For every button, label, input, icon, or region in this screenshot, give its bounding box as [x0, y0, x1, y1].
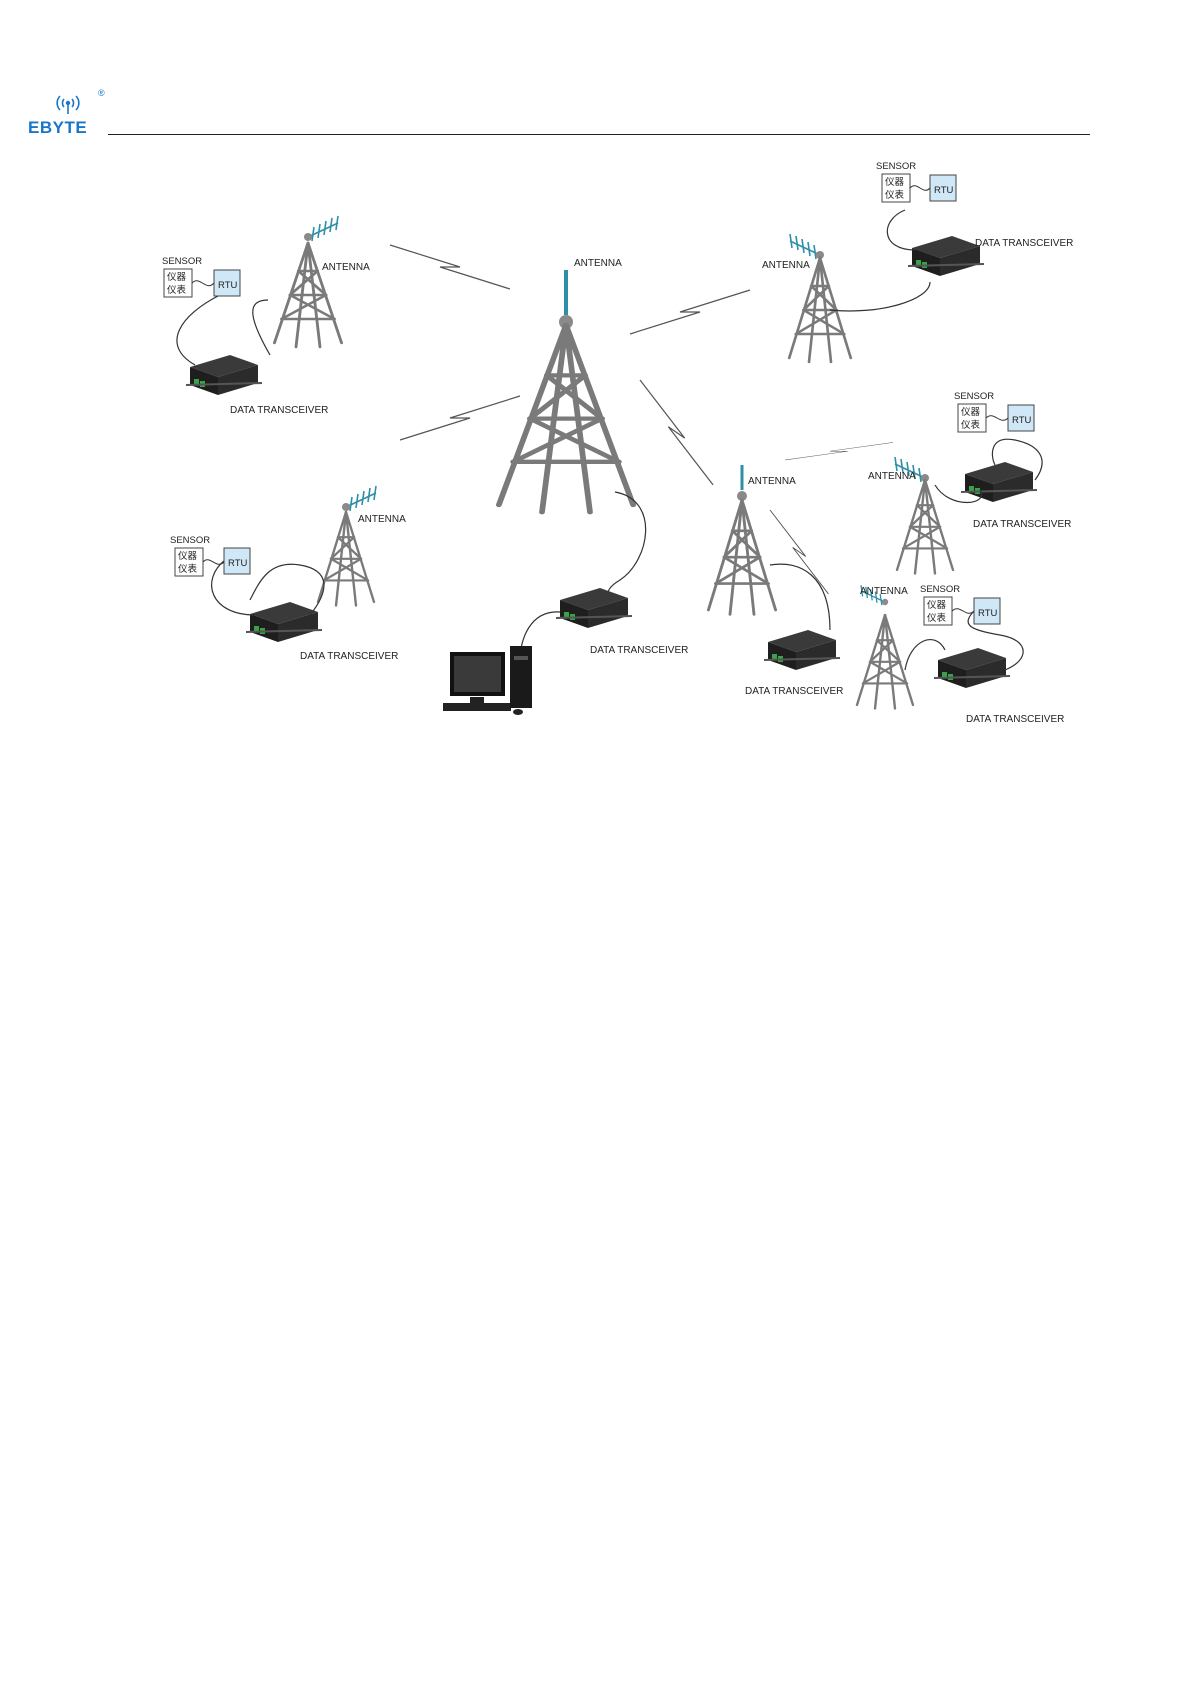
- instrument-label: 仪表: [927, 612, 947, 624]
- yagi-antenna: [304, 216, 338, 241]
- rtu-label: RTU: [218, 280, 237, 291]
- radio-link: [615, 380, 739, 485]
- radio-link: [785, 442, 893, 460]
- tower: [318, 512, 374, 606]
- transceiver-label: DATA TRANSCEIVER: [300, 651, 398, 662]
- sensor-label: SENSOR: [162, 256, 202, 267]
- antenna-label: ANTENNA: [762, 260, 810, 271]
- instrument-label: 仪表: [961, 419, 981, 431]
- sensor-group: SENSOR 仪器 仪表 RTU: [954, 391, 1034, 432]
- sensor-group: SENSOR 仪器 仪表 RTU: [876, 161, 956, 202]
- instrument-label: 仪器: [885, 177, 905, 188]
- central-tower: [499, 270, 633, 512]
- tower: [274, 243, 341, 347]
- data-transceiver: [764, 630, 840, 670]
- tower: [857, 615, 913, 709]
- sensor-label: SENSOR: [170, 535, 210, 546]
- sensor-group: SENSOR 仪器 仪表 RTU: [920, 584, 1000, 625]
- transceiver-label: DATA TRANSCEIVER: [966, 714, 1064, 725]
- yagi-antenna: [790, 234, 824, 259]
- data-transceiver: [556, 588, 632, 628]
- instrument-label: 仪器: [178, 551, 198, 562]
- sensor-group: SENSOR 仪器 仪表 RTU: [162, 256, 240, 297]
- data-transceiver: [186, 355, 262, 395]
- antenna-label: ANTENNA: [868, 471, 916, 482]
- tower: [708, 500, 775, 614]
- tower: [789, 258, 851, 362]
- computer-icon: [443, 646, 532, 715]
- transceiver-label: DATA TRANSCEIVER: [590, 645, 688, 656]
- transceiver-label: DATA TRANSCEIVER: [745, 686, 843, 697]
- antenna-label: ANTENNA: [748, 476, 796, 487]
- antenna-label: ANTENNA: [860, 586, 908, 597]
- antenna-label: ANTENNA: [574, 258, 622, 269]
- sensor-group: SENSOR 仪器 仪表 RTU: [170, 535, 250, 576]
- rtu-label: RTU: [228, 558, 247, 569]
- transceiver-label: DATA TRANSCEIVER: [973, 519, 1071, 530]
- instrument-label: 仪器: [927, 600, 947, 611]
- transceiver-label: DATA TRANSCEIVER: [230, 405, 328, 416]
- antenna-label: ANTENNA: [322, 262, 370, 273]
- data-transceiver: [961, 462, 1037, 502]
- rtu-label: RTU: [1012, 415, 1031, 426]
- data-transceiver: [908, 236, 984, 276]
- sensor-label: SENSOR: [954, 391, 994, 402]
- rtu-label: RTU: [978, 608, 997, 619]
- data-transceiver: [934, 648, 1010, 688]
- instrument-label: 仪器: [167, 272, 187, 283]
- data-transceiver: [246, 602, 322, 642]
- tower: [897, 480, 953, 574]
- instrument-label: 仪表: [178, 563, 198, 575]
- radio-link: [400, 396, 520, 440]
- instrument-label: 仪表: [167, 284, 187, 296]
- antenna-label: ANTENNA: [358, 514, 406, 525]
- radio-link: [630, 290, 750, 334]
- rtu-label: RTU: [934, 185, 953, 196]
- yagi-antenna: [342, 486, 376, 511]
- transceiver-label: DATA TRANSCEIVER: [975, 238, 1073, 249]
- instrument-label: 仪器: [961, 407, 981, 418]
- sensor-label: SENSOR: [920, 584, 960, 595]
- radio-link: [390, 245, 510, 289]
- instrument-label: 仪表: [885, 189, 905, 201]
- sensor-label: SENSOR: [876, 161, 916, 172]
